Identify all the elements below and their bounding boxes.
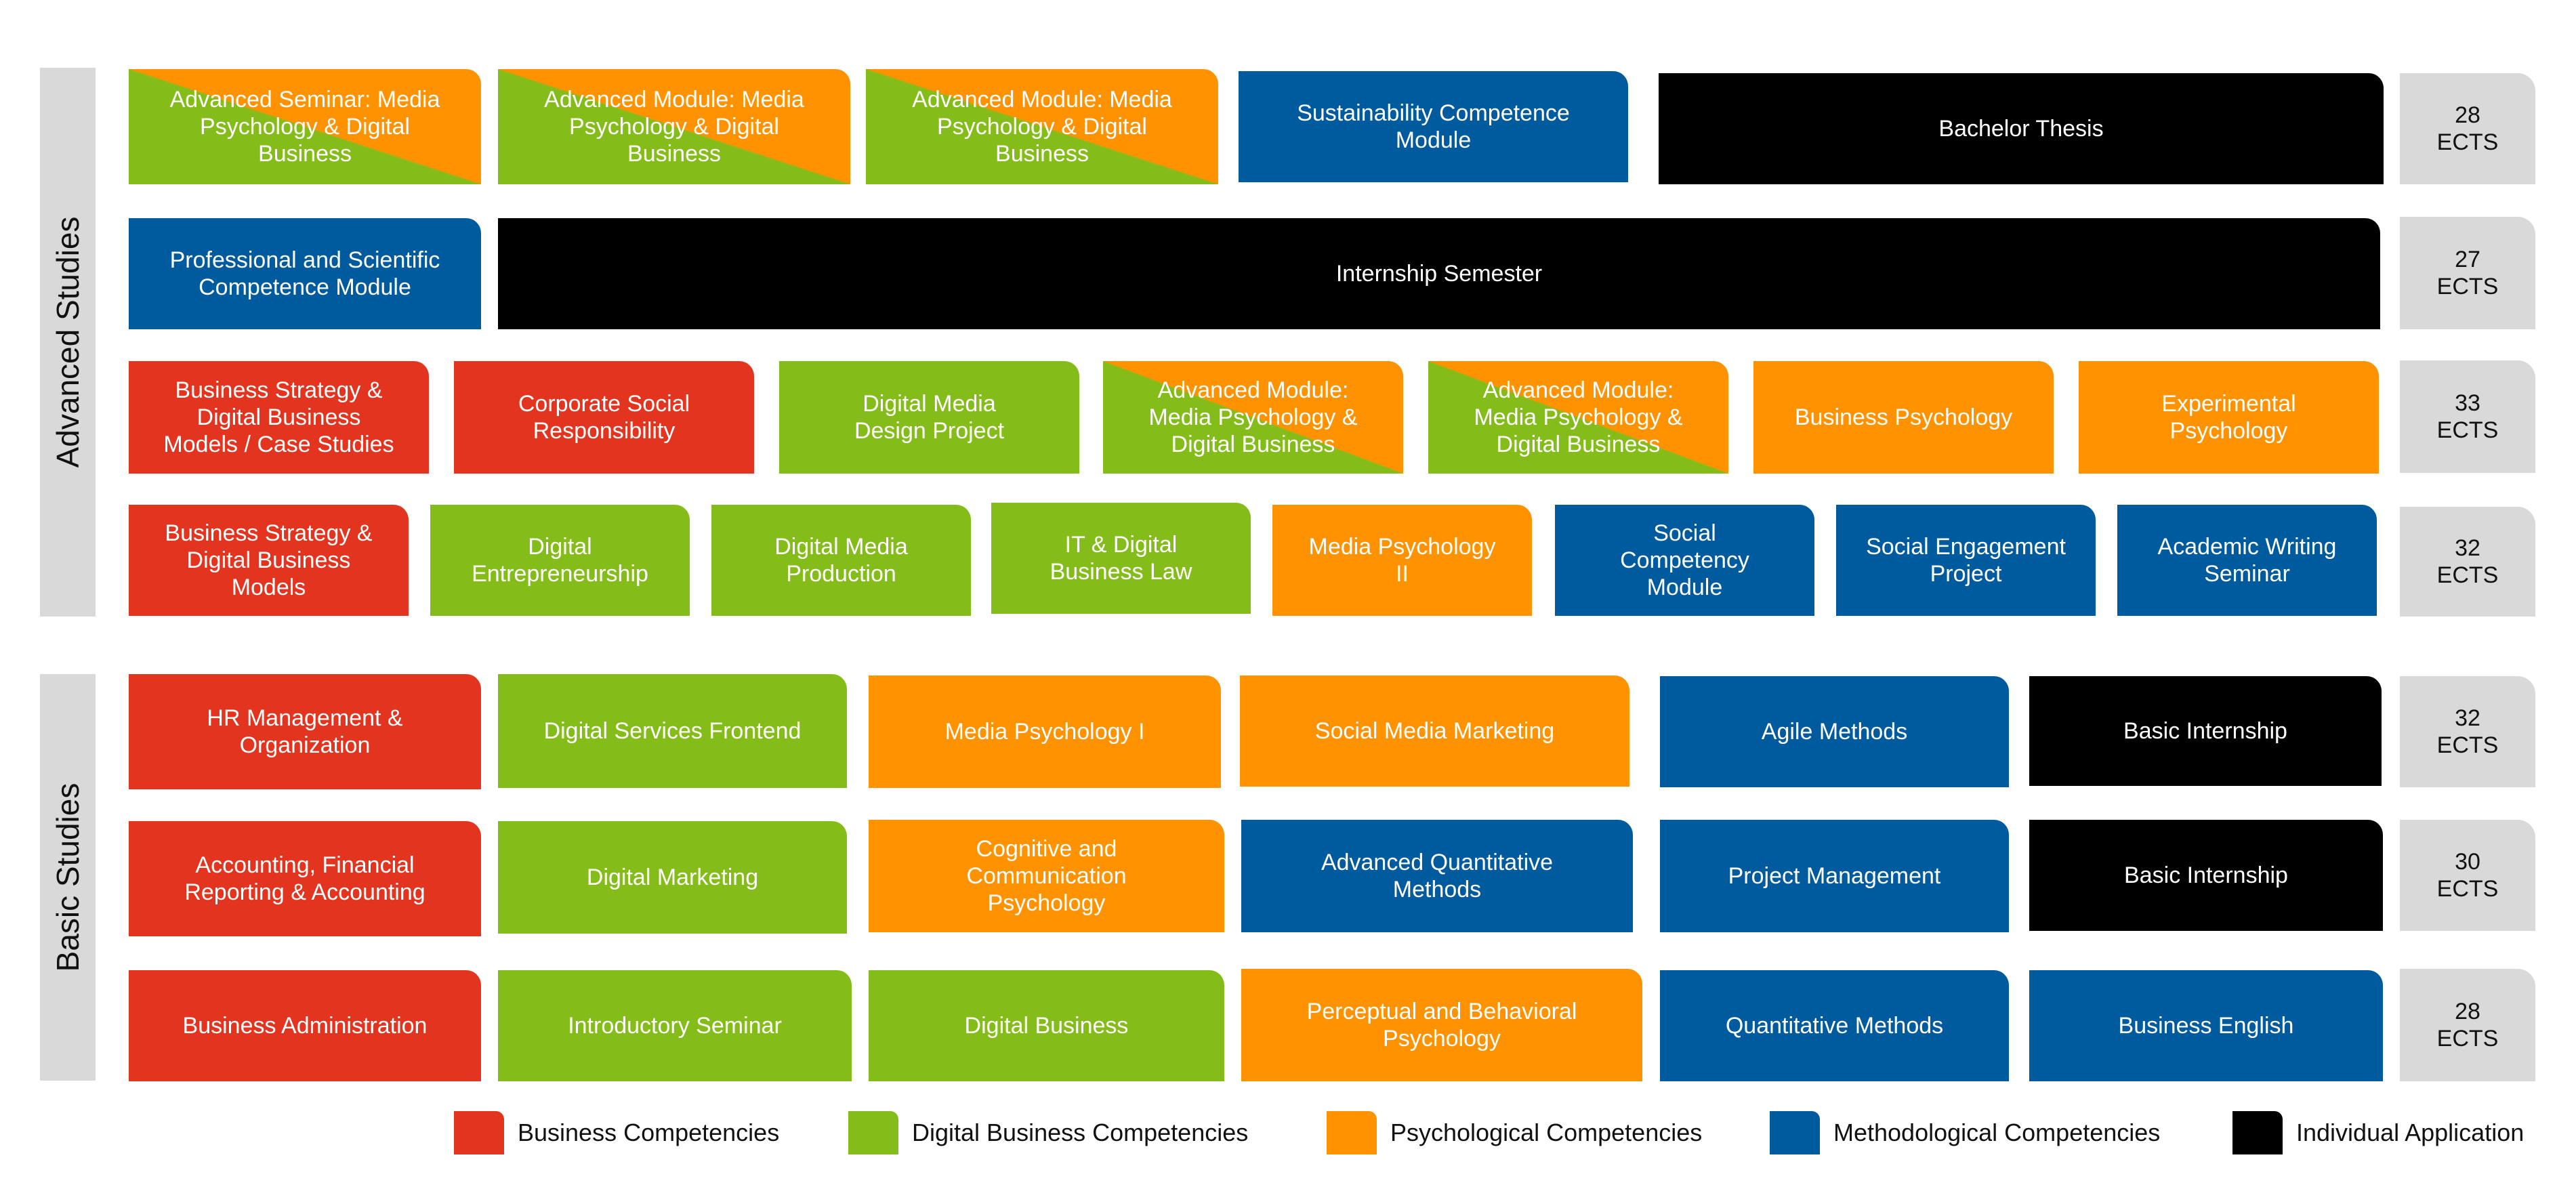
module-tile: Advanced Module:Media Psychology &Digita… — [1103, 361, 1403, 474]
legend-label: Methodological Competencies — [1833, 1119, 2161, 1146]
module-tile: Digital Business — [869, 970, 1224, 1081]
module-tile: Internship Semester — [498, 218, 2380, 329]
module-tile: Business Administration — [129, 970, 481, 1081]
legend-swatch — [848, 1111, 898, 1154]
module-tile: Basic Internship — [2029, 676, 2382, 786]
legend-item-methodological: Methodological Competencies — [1770, 1111, 2160, 1154]
legend-item-business: Business Competencies — [454, 1111, 779, 1154]
module-tile: Media Psychology I — [869, 675, 1221, 788]
module-tile: Advanced Module:Media Psychology &Digita… — [1428, 361, 1728, 474]
advanced-studies-bar: Advanced Studies — [40, 68, 96, 617]
legend-item-individual-application: Individual Application — [2232, 1111, 2524, 1154]
module-tile: Introductory Seminar — [498, 970, 852, 1081]
legend-item-digital-business: Digital Business Competencies — [848, 1111, 1248, 1154]
module-tile: Project Management — [1660, 820, 2009, 932]
legend-label: Digital Business Competencies — [912, 1119, 1249, 1146]
advanced-studies-label: Advanced Studies — [50, 216, 85, 468]
legend-label: Psychological Competencies — [1390, 1119, 1703, 1146]
module-tile: Basic Internship — [2029, 820, 2383, 931]
module-tile: Digital Marketing — [498, 821, 847, 934]
legend-label: Individual Application — [2296, 1119, 2525, 1146]
module-tile: Social Media Marketing — [1240, 675, 1629, 787]
legend-swatch — [1327, 1111, 1377, 1154]
module-tile: Quantitative Methods — [1660, 970, 2009, 1081]
module-tile: Business English — [2029, 970, 2383, 1081]
basic-studies-label: Basic Studies — [50, 783, 85, 972]
basic-studies-bar: Basic Studies — [40, 674, 96, 1081]
module-tile: HR Management &Organization — [129, 674, 481, 789]
module-tile: Agile Methods — [1660, 676, 2009, 787]
legend-swatch — [454, 1111, 504, 1154]
module-tile: Bachelor Thesis — [1659, 73, 2384, 184]
legend-item-psychological: Psychological Competencies — [1327, 1111, 1702, 1154]
legend-swatch — [1770, 1111, 1820, 1154]
module-tile: Business Psychology — [1753, 361, 2054, 474]
legend-label: Business Competencies — [518, 1119, 780, 1146]
legend-swatch — [2232, 1111, 2283, 1154]
module-tile: Digital Services Frontend — [498, 674, 847, 788]
